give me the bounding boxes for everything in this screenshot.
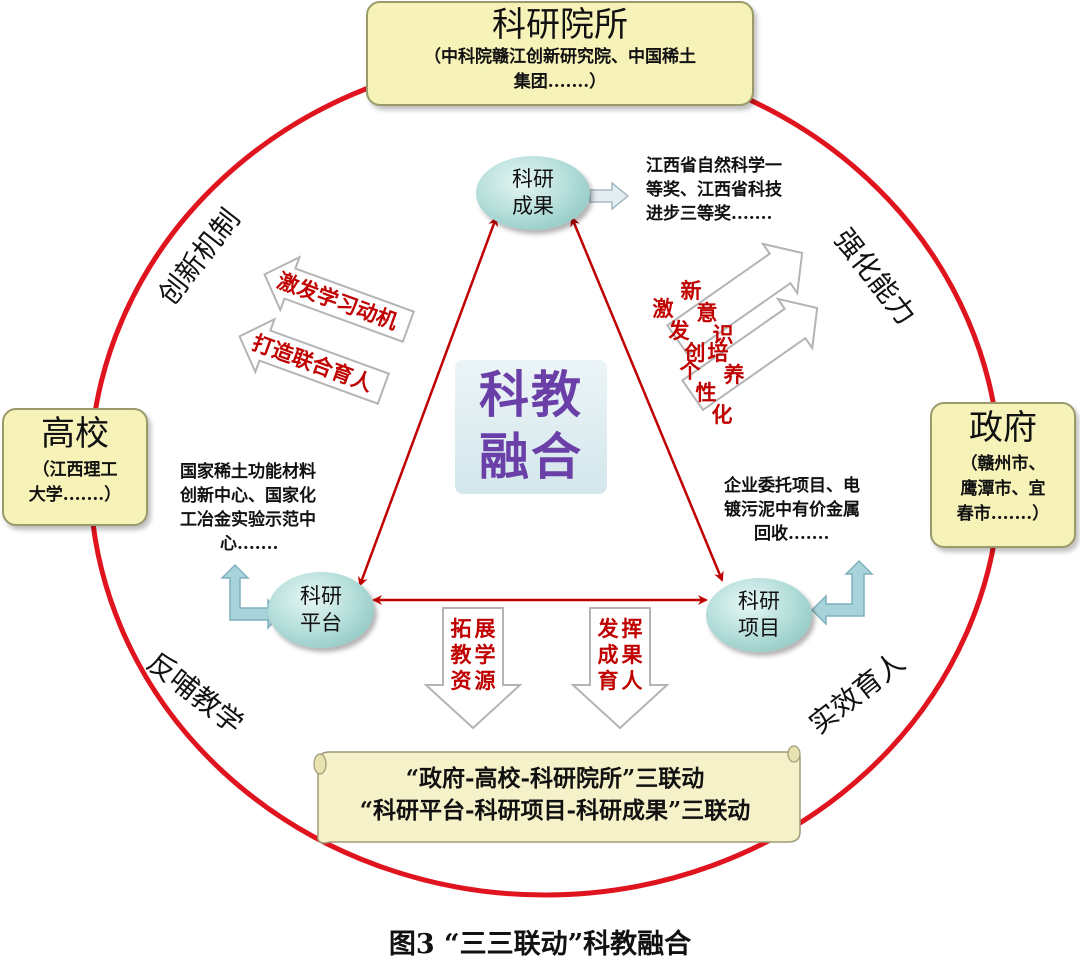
label-bottom-left-char: 教 [451, 642, 473, 667]
label-bottom-right-char: 育 [598, 668, 619, 693]
node-project-line2: 项目 [738, 616, 780, 640]
research-institutes-detail-1: （中科院赣江创新研究院、中国稀土 [424, 47, 696, 67]
label-right-lower-char: 性 [696, 380, 717, 405]
label-bottom-right-char: 果 [622, 642, 643, 667]
note-achievements-line: 进步三等奖....... [646, 204, 773, 224]
label-bottom-left-char: 展 [475, 616, 496, 641]
university-box: 高校 （江西理工 大学.......） [2, 408, 148, 526]
label-bottom-right-char: 人 [622, 668, 643, 693]
center-title: 科教 融合 [455, 364, 607, 488]
label-right-upper: 激发创 新意识 [653, 278, 734, 365]
label-bottom-right: 发挥成果育人 [597, 616, 643, 693]
arrow-right-lower [680, 297, 819, 412]
note-project-line: 回收....... [754, 524, 830, 544]
label-right-lower: 个性化 培养 [680, 340, 745, 427]
bent-arrow-platform [220, 563, 281, 631]
university-detail-1: （江西理工 [32, 460, 118, 480]
note-project: 企业委托项目、电 镀污泥中有价金属 回收....... [724, 474, 904, 546]
note-project-line: 镀污泥中有价金属 [724, 500, 860, 520]
node-achievements-line1: 科研 [512, 167, 554, 191]
research-institutes-title: 科研院所 [492, 5, 628, 45]
node-research-platform: 科研 平台 [268, 572, 374, 648]
label-right-lower-char: 化 [712, 402, 733, 427]
label-right-upper-char: 发 [668, 318, 691, 343]
government-detail-3: 春市.......） [956, 504, 1050, 524]
arrow-bottom-right [570, 607, 670, 730]
label-bottom-right-char: 发 [597, 616, 620, 641]
label-right-lower-char: 养 [723, 362, 745, 387]
arrow-bottom-left [423, 607, 523, 730]
node-achievements-line2: 成果 [512, 194, 554, 218]
government-title: 政府 [969, 408, 1037, 448]
note-achievements: 江西省自然科学一 等奖、江西省科技 进步三等奖....... [646, 154, 836, 226]
label-bottom-right-char: 挥 [622, 616, 643, 641]
note-platform-line: 国家稀土功能材料 [180, 462, 316, 482]
arrow-right-upper [665, 242, 804, 357]
node-platform-line1: 科研 [300, 584, 342, 608]
government-detail-2: 鹰潭市、宜 [960, 479, 1046, 499]
note-achievements-line: 江西省自然科学一 [646, 156, 782, 176]
label-right-upper-char: 新 [681, 278, 702, 303]
label-bottom-right-char: 成 [598, 642, 619, 667]
note-platform-line: 创新中心、国家化 [180, 486, 316, 506]
label-right-upper-char: 意 [697, 300, 718, 325]
arrow-platform-achievements [358, 216, 498, 587]
research-institutes-detail-2: 集团.......） [513, 72, 607, 92]
label-bottom-left: 拓展教学资源 [451, 616, 496, 693]
achievements-note-arrow [589, 181, 630, 211]
label-right-upper-char: 识 [713, 322, 734, 347]
center-background [455, 360, 607, 494]
label-right-lower-char: 培 [708, 340, 729, 365]
bent-arrow-project [810, 559, 874, 626]
scroll-banner [313, 745, 801, 844]
government-detail-1: （赣州市、 [960, 454, 1046, 474]
label-bottom-left-char: 源 [475, 668, 496, 693]
label-right-upper-char: 创 [684, 340, 706, 365]
note-achievements-line: 等奖、江西省科技 [646, 180, 782, 200]
label-bottom-left-char: 学 [475, 642, 496, 667]
scroll-line-2: “科研平台-科研项目-科研成果”三联动 [359, 797, 751, 824]
scroll-line-1: “政府-高校-科研院所”三联动 [405, 765, 705, 792]
figure-caption: 图3 “三三联动”科教融合 [388, 929, 692, 960]
government-box: 政府 （赣州市、 鹰潭市、宜 春市.......） [930, 402, 1076, 548]
label-bottom-left-char: 资 [451, 668, 472, 693]
node-project-line1: 科研 [738, 589, 780, 613]
note-platform: 国家稀土功能材料 创新中心、国家化 工冶金实验示范中 心....... [180, 460, 370, 556]
university-title: 高校 [41, 414, 109, 454]
arrow-left-lower [238, 317, 391, 405]
center-line2: 融合 [479, 427, 583, 486]
note-project-line: 企业委托项目、电 [724, 476, 860, 496]
arrow-left-upper [263, 255, 416, 343]
label-bottom-left-char: 拓 [451, 616, 472, 641]
node-research-achievements: 科研 成果 [476, 156, 590, 230]
center-line1: 科教 [479, 365, 583, 424]
node-platform-line2: 平台 [300, 611, 342, 635]
label-right-upper-char: 激 [653, 296, 674, 321]
node-research-project: 科研 项目 [706, 578, 812, 652]
note-platform-line: 工冶金实验示范中 [180, 510, 316, 530]
university-detail-2: 大学.......） [28, 485, 122, 505]
label-right-lower-char: 个 [680, 358, 702, 383]
arrow-achievements-project [570, 216, 724, 582]
note-platform-line: 心....... [220, 534, 279, 554]
research-institutes-box: 科研院所 （中科院赣江创新研究院、中国稀土 集团.......） [366, 1, 754, 106]
